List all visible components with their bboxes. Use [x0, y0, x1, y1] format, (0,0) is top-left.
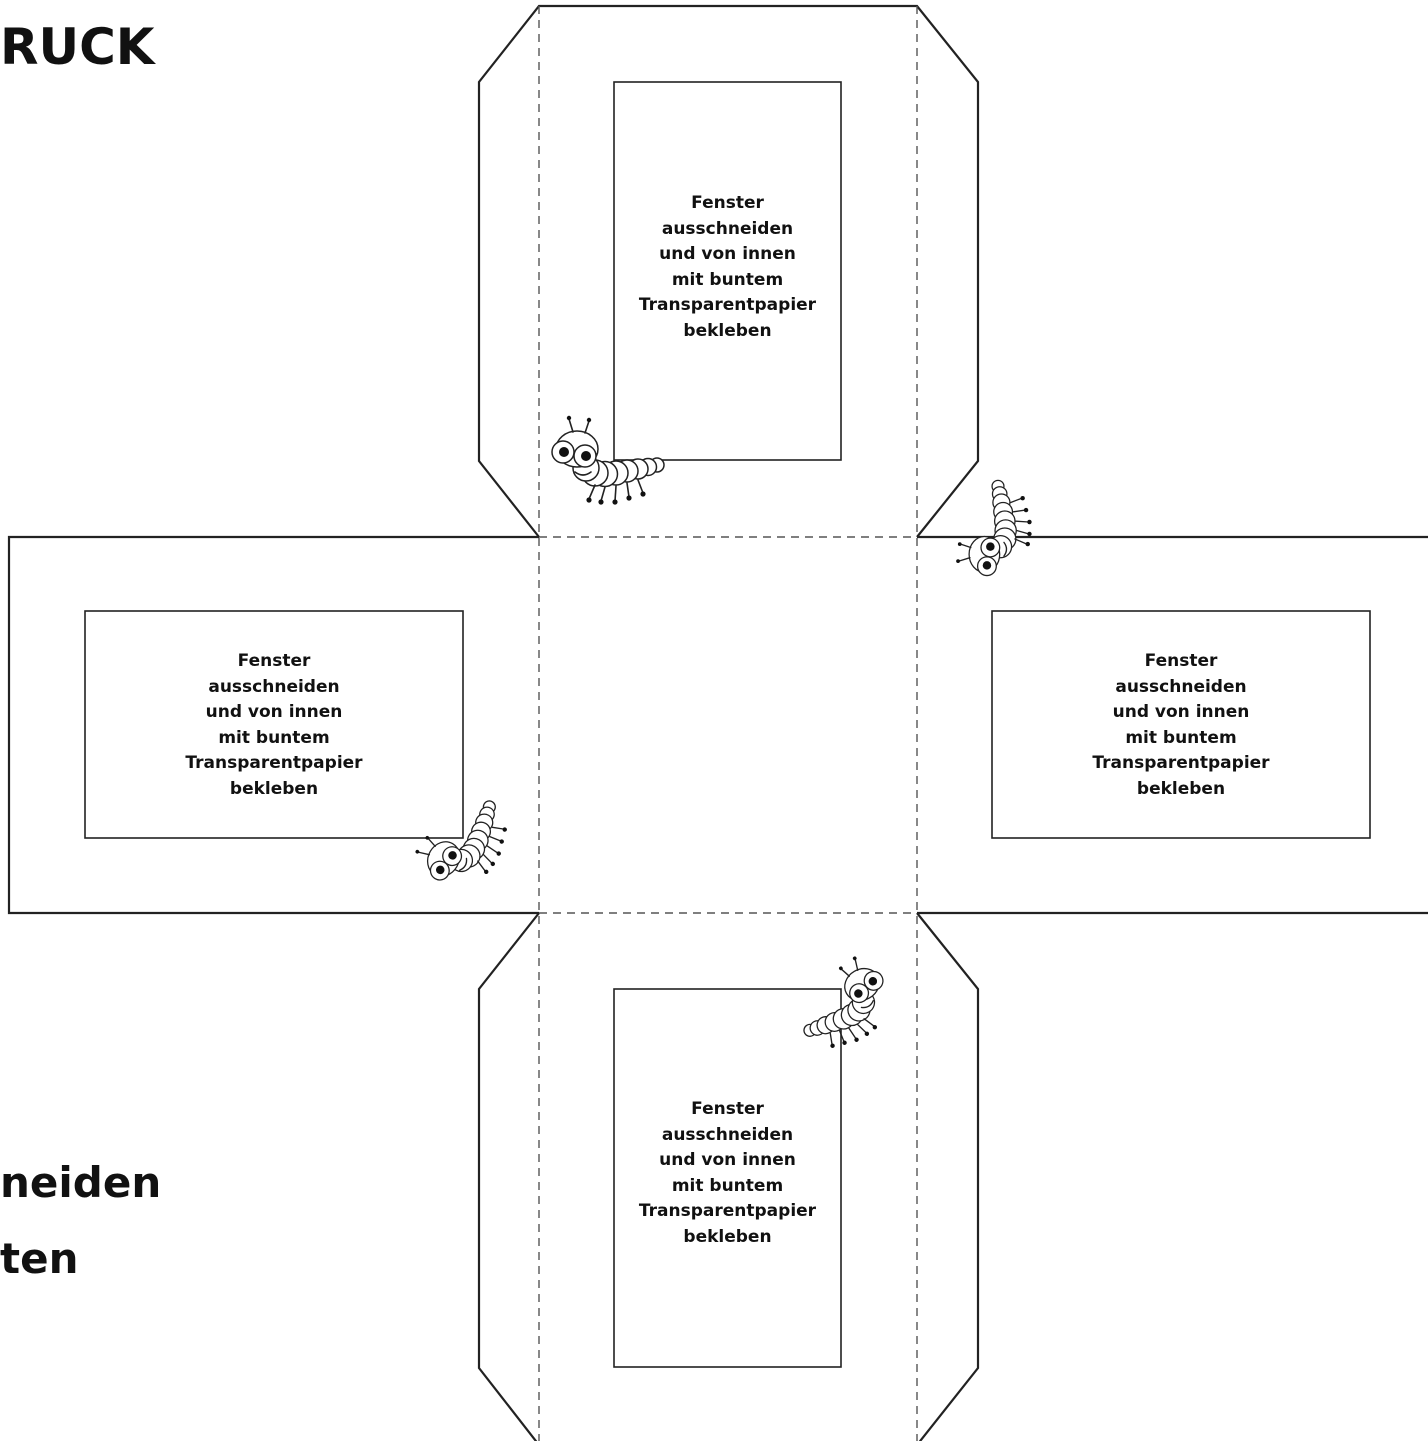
instruction-line: Fenster: [1144, 651, 1218, 671]
instruction-line: bekleben: [229, 778, 319, 799]
instruction-line: Transparentpapier: [638, 295, 817, 315]
instruction-line: und von innen: [659, 1150, 796, 1170]
bottom-face-outline: [477, 912, 980, 1441]
instruction-line: und von innen: [1112, 702, 1250, 722]
window-bottom: [613, 988, 842, 1368]
instruction-line: bekleben: [683, 320, 772, 341]
instruction-line: und von innen: [205, 702, 343, 722]
instruction-line: mit buntem: [671, 1175, 784, 1196]
heading-fragment-bottom-2: ten: [0, 1234, 79, 1283]
fold-lines: [538, 6, 918, 1441]
instruction-line: Transparentpapier: [1092, 753, 1270, 773]
instruction-line: ausschneiden: [661, 1124, 794, 1145]
window-top-instructions: Fenster ausschneiden und von innen mit b…: [614, 191, 841, 344]
instruction-line: bekleben: [683, 1226, 772, 1247]
window-top: [613, 81, 842, 461]
instruction-line: mit buntem: [1125, 727, 1237, 748]
window-bottom-instructions: Fenster ausschneiden und von innen mit b…: [614, 1097, 841, 1250]
instruction-line: ausschneiden: [661, 218, 794, 239]
instruction-line: Fenster: [691, 193, 764, 213]
instruction-line: mit buntem: [671, 269, 784, 290]
instruction-line: und von innen: [659, 244, 796, 264]
heading-fragment-bottom-1: neiden: [0, 1158, 162, 1207]
instruction-line: Fenster: [691, 1099, 764, 1119]
heading-fragment-top: RUCK: [0, 18, 155, 76]
instruction-line: Fenster: [237, 651, 311, 671]
instruction-line: ausschneiden: [208, 676, 340, 697]
window-right-instructions: Fenster ausschneiden und von innen mit b…: [992, 649, 1370, 802]
instruction-line: bekleben: [1136, 778, 1226, 799]
instruction-line: ausschneiden: [1115, 676, 1247, 697]
instruction-line: Transparentpapier: [185, 753, 363, 773]
instruction-line: Transparentpapier: [638, 1201, 817, 1221]
instruction-line: mit buntem: [218, 727, 330, 748]
window-right: [991, 610, 1371, 839]
window-left-instructions: Fenster ausschneiden und von innen mit b…: [85, 649, 463, 802]
window-left: [84, 610, 464, 839]
